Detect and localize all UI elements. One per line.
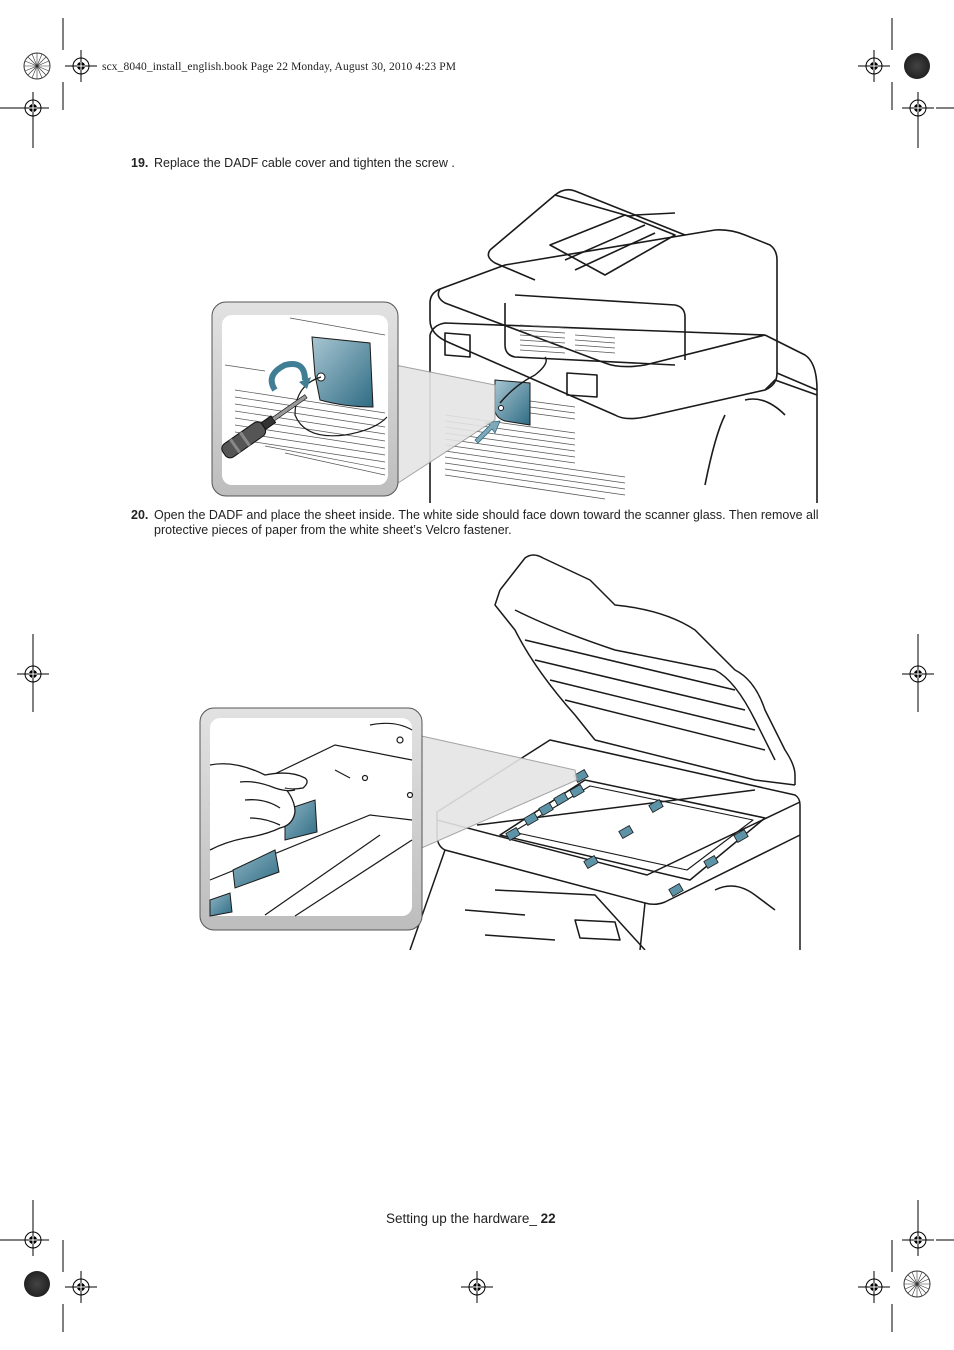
registration-mark-icon	[857, 1270, 891, 1304]
registration-mark-icon	[64, 1270, 98, 1304]
page-number: 22	[540, 1211, 556, 1226]
registration-mark-icon	[901, 1223, 935, 1257]
registration-mark-icon	[901, 657, 935, 691]
step-20: 20. Open the DADF and place the sheet in…	[131, 508, 821, 540]
registration-mark-icon	[16, 91, 50, 125]
registration-mark-icon	[16, 1223, 50, 1257]
page-footer: Setting up the hardware_ 22	[386, 1211, 556, 1226]
registration-mark-icon	[901, 91, 935, 125]
color-bar-circle-icon	[903, 1270, 931, 1298]
color-bar-circle-icon	[23, 52, 51, 80]
step-number: 19.	[131, 156, 149, 170]
step-text: Replace the DADF cable cover and tighten…	[154, 156, 455, 170]
figure-dadf-cable-cover	[211, 188, 818, 503]
footer-section: Setting up the hardware_	[386, 1211, 541, 1226]
step-text: Open the DADF and place the sheet inside…	[154, 508, 819, 537]
figure-dadf-open-sheet	[199, 554, 801, 950]
step-number: 20.	[131, 508, 149, 522]
registration-mark-icon	[16, 657, 50, 691]
registration-mark-icon	[64, 49, 98, 83]
color-bar-circle-icon	[24, 1271, 50, 1297]
color-bar-circle-icon	[904, 53, 930, 79]
registration-mark-icon	[460, 1270, 494, 1304]
file-info-header: scx_8040_install_english.book Page 22 Mo…	[102, 61, 457, 73]
step-19: 19. Replace the DADF cable cover and tig…	[131, 156, 821, 172]
registration-mark-icon	[857, 49, 891, 83]
